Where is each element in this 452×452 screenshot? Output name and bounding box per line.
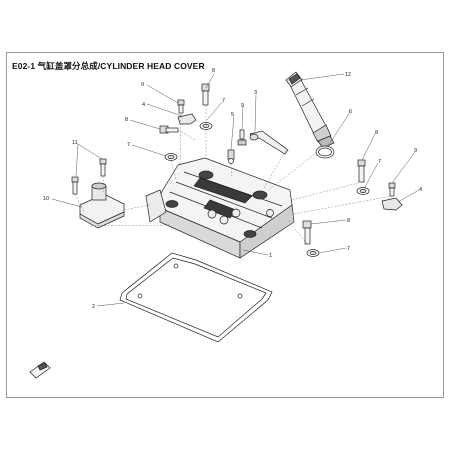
callout-8: 8 — [212, 68, 215, 74]
callout-7: 7 — [222, 98, 225, 104]
diagram-title: E02-1 气缸盖罩分总成/CYLINDER HEAD COVER — [12, 61, 205, 71]
part-seal-ring — [315, 145, 335, 159]
part-separator-cover — [79, 182, 125, 229]
callout-8: 8 — [347, 218, 350, 224]
part-cover-gasket — [119, 252, 273, 343]
callout-7: 7 — [378, 159, 381, 165]
part-bolts-lower-right — [302, 220, 320, 257]
callout-4: 4 — [419, 187, 422, 193]
callout-7: 7 — [347, 246, 350, 252]
callout-9: 9 — [141, 82, 144, 88]
callout-12: 12 — [345, 72, 351, 78]
part-bolts-11 — [71, 158, 107, 195]
leader-lines — [51, 73, 420, 307]
callout-3: 3 — [254, 90, 257, 96]
assembly-dashed-lines — [74, 105, 393, 245]
callout-6: 6 — [349, 109, 352, 115]
callout-11: 11 — [72, 140, 78, 146]
callout-8: 8 — [375, 130, 378, 136]
callout-1: 1 — [269, 253, 272, 259]
callout-labels: 12 8 9 4 7 3 8 5 9 6 7 11 8 7 9 4 10 8 1… — [43, 68, 422, 310]
part-breather-hose — [249, 130, 289, 155]
callout-2: 2 — [92, 304, 95, 310]
front-direction-arrow-icon — [29, 361, 51, 379]
part-cylinder-head-cover — [145, 157, 295, 259]
callout-9: 9 — [241, 103, 244, 109]
diagram-frame — [6, 52, 444, 398]
part-bolts-right — [356, 159, 403, 211]
part-ignition-coil — [285, 71, 335, 149]
callout-10: 10 — [43, 196, 49, 202]
callout-5: 5 — [231, 112, 234, 118]
callout-7: 7 — [127, 142, 130, 148]
callout-4: 4 — [142, 102, 145, 108]
callout-8: 8 — [125, 117, 128, 123]
part-bolts-top-left — [159, 83, 213, 161]
part-small-fittings — [227, 129, 247, 164]
callout-9: 9 — [414, 148, 417, 154]
